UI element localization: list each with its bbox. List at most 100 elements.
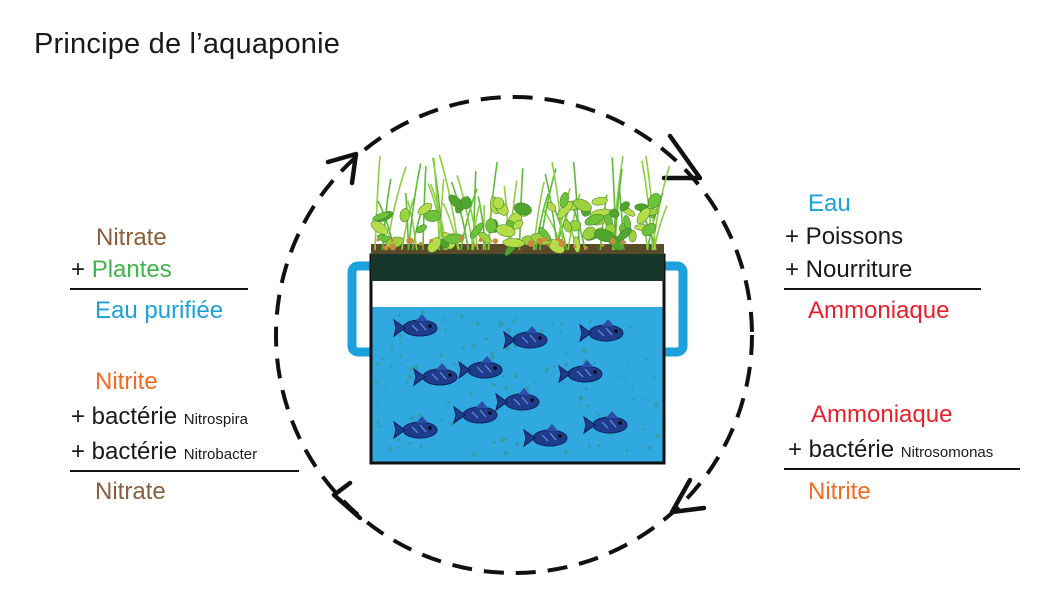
label-bacterie: + bactérie xyxy=(788,436,901,463)
water-particle xyxy=(533,382,536,385)
label-poissons: + Poissons xyxy=(785,223,904,250)
root-bit xyxy=(573,244,577,248)
left-bottom-rule xyxy=(70,470,299,472)
water-particle xyxy=(597,443,601,448)
water-particle xyxy=(625,448,629,452)
water-particle xyxy=(582,348,587,354)
water-particle xyxy=(544,368,549,373)
label-bacterie: + bactérie xyxy=(71,403,184,430)
root-bit xyxy=(418,241,423,246)
leaf xyxy=(513,202,532,216)
left-bottom-line1: Nitrite xyxy=(95,367,158,397)
water-particle xyxy=(588,320,592,324)
water-particle xyxy=(491,382,496,387)
water-particle xyxy=(387,446,393,452)
water-particle xyxy=(421,310,426,315)
water-particle xyxy=(598,414,601,417)
fish-icon xyxy=(579,319,624,343)
grass-blade xyxy=(646,193,664,251)
leaf xyxy=(619,201,630,212)
water-particle xyxy=(642,427,646,431)
label-bacterie: + bactérie xyxy=(71,438,184,465)
leaf xyxy=(372,211,391,221)
leaf xyxy=(470,222,484,239)
water-particle xyxy=(469,391,473,395)
water-particle xyxy=(381,357,385,361)
water-particle xyxy=(551,323,555,327)
water-particle xyxy=(503,385,509,390)
root-bit xyxy=(389,243,397,251)
grass-blade xyxy=(653,205,668,251)
water-particle xyxy=(498,320,503,326)
water-particle xyxy=(446,400,450,404)
leaf xyxy=(399,208,410,223)
leaf xyxy=(648,193,662,209)
root-bit xyxy=(620,240,625,245)
water-particle xyxy=(512,319,516,323)
leaf xyxy=(459,196,472,210)
water-particle xyxy=(452,362,456,365)
water-particle xyxy=(629,325,633,329)
water-particle xyxy=(654,402,659,407)
grow-bed-soil xyxy=(371,244,664,254)
water-particle xyxy=(490,351,495,356)
water-particle xyxy=(468,315,471,317)
water-particle xyxy=(529,359,532,362)
right-bottom-rule xyxy=(784,468,1020,470)
water-particle xyxy=(472,452,477,457)
water-particle xyxy=(553,364,556,368)
leaf xyxy=(502,238,525,248)
right-bottom-result: Nitrite xyxy=(808,477,871,507)
water-particle xyxy=(619,375,622,378)
right-top-line2: + Poissons xyxy=(785,222,903,252)
water-particle xyxy=(503,450,508,456)
leaf xyxy=(591,196,608,206)
water-particle xyxy=(559,330,562,334)
tank-air-gap xyxy=(371,281,664,307)
water-particle xyxy=(539,329,544,334)
grass-blade xyxy=(534,193,549,251)
water-particle xyxy=(585,403,590,408)
water-particle xyxy=(587,445,591,449)
water-particle xyxy=(374,381,378,385)
cycle-arrow-top-left-icon xyxy=(325,151,359,186)
water-particle xyxy=(626,361,629,364)
water-particle xyxy=(505,346,510,351)
leaf xyxy=(538,226,552,242)
left-bottom-result: Nitrate xyxy=(95,477,166,507)
left-top-line1: Nitrate xyxy=(96,223,167,253)
leaf xyxy=(562,219,572,233)
water-particle xyxy=(573,422,576,425)
label-nitrite-result: Nitrite xyxy=(808,478,871,505)
root-bit xyxy=(556,237,561,242)
water-particle xyxy=(577,404,581,407)
root-bit xyxy=(527,240,535,247)
water-particle xyxy=(646,399,650,403)
water-particle xyxy=(506,328,511,333)
water-particle xyxy=(653,375,657,379)
grass-blade xyxy=(477,196,487,251)
water-particle xyxy=(399,341,402,344)
water-particle xyxy=(376,362,380,367)
right-top-rule xyxy=(784,288,981,290)
leaf xyxy=(546,202,557,212)
water-particle xyxy=(398,334,402,338)
water-particle xyxy=(643,397,646,400)
water-particle xyxy=(396,438,400,443)
water-particle xyxy=(565,351,568,355)
leaf xyxy=(617,227,632,241)
right-bottom-line1: Ammoniaque xyxy=(811,400,952,430)
water-particle xyxy=(524,357,527,359)
water-particle xyxy=(409,416,415,421)
water-particle xyxy=(397,446,400,449)
leaf xyxy=(584,213,604,226)
grass-blade xyxy=(567,193,581,251)
root-bit xyxy=(559,238,563,243)
leaf xyxy=(416,224,427,234)
water-particle xyxy=(460,314,464,319)
water-particle xyxy=(593,361,597,365)
root-bit xyxy=(473,243,477,247)
root-bit xyxy=(376,238,380,242)
water-particle xyxy=(407,374,413,380)
leaf xyxy=(424,209,442,222)
